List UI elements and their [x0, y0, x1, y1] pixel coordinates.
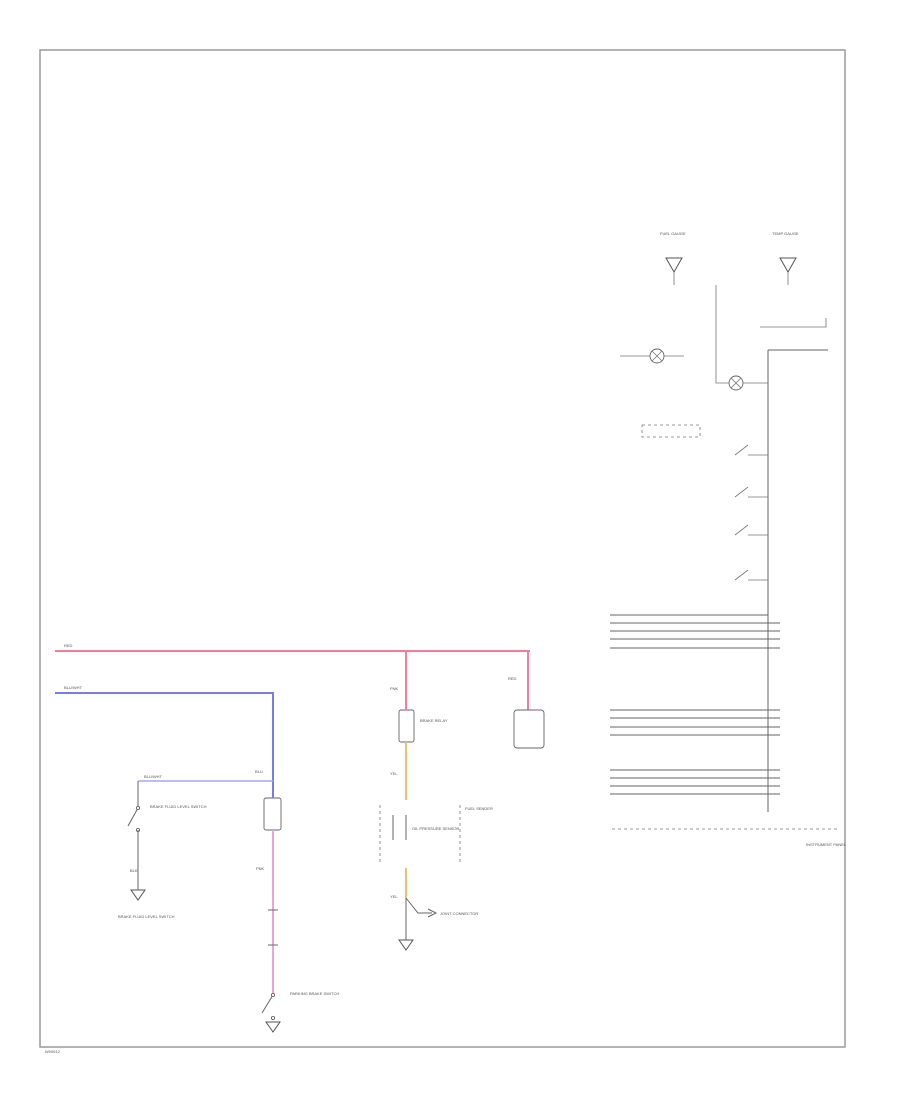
diagram-frame	[39, 49, 846, 1048]
brake-relay: PNK BRAKE RELAY	[390, 686, 448, 743]
top-left-gauge: FUEL GAUGE	[660, 231, 686, 285]
center-upper-wire-label: PNK	[390, 686, 399, 691]
center-relay-label: BRAKE RELAY	[420, 718, 448, 723]
brake-fluid-level-switch: BRAKE FLUID LEVEL SWITCH BLK BRAKE FLUID…	[118, 781, 207, 919]
left-switch-wire-label: BLK	[130, 868, 138, 873]
panel-switches	[734, 444, 768, 581]
wire-blue-main	[55, 692, 274, 790]
fuel-sender	[513, 709, 545, 749]
top-right-gauge-label: TEMP GAUGE	[772, 231, 799, 236]
center-bottom-wire-label: YEL	[390, 894, 398, 899]
top-left-gauge-label: FUEL GAUGE	[660, 231, 686, 236]
panel-wire-group-1	[610, 614, 780, 649]
panel-wire-group-3	[610, 769, 780, 795]
bottom-switch-label: PARKING BRAKE SWITCH	[290, 991, 339, 996]
joint-connector: JOINT CONNECTOR	[398, 897, 478, 951]
oil-pressure-sensor: OIL PRESSURE SENSOR FUEL SENDER	[379, 805, 493, 865]
parking-brake-switch: PARKING BRAKE SWITCH	[261, 991, 339, 1033]
center-sensor-label: OIL PRESSURE SENSOR	[412, 826, 460, 831]
instrument-panel-label: INSTRUMENT PANEL	[806, 842, 847, 847]
center-lower-wire-label: YEL	[390, 771, 398, 776]
wire-red-main-label: RED	[64, 643, 73, 648]
wire-blue-main-label: BLU/WHT	[64, 685, 83, 690]
lower-connector-label: JOINT CONNECTOR	[440, 911, 478, 916]
indicator-lamp-left	[620, 348, 684, 364]
right-sensor-label: FUEL SENDER	[465, 806, 493, 811]
top-right-gauge: TEMP GAUGE	[772, 231, 799, 285]
top-right-connector	[760, 318, 827, 328]
pink-relay: BLU	[255, 769, 282, 831]
meter-box	[641, 424, 701, 438]
brake-switch-label: BRAKE FLUID LEVEL SWITCH	[118, 914, 175, 919]
left-switch-label: BRAKE FLUID LEVEL SWITCH	[150, 804, 207, 809]
wire-blue-branch-label: BLU/WHT	[144, 774, 163, 779]
wire-right-upper-label: RED	[508, 676, 517, 681]
pink-upper-wire-label: BLU	[255, 769, 263, 774]
panel-wire-group-2	[610, 709, 780, 736]
indicator-lamp-right	[728, 375, 768, 391]
footer-code: W00512	[45, 1049, 61, 1054]
gauge-lead	[715, 285, 730, 384]
pink-lower-wire-label: PNK	[256, 866, 265, 871]
